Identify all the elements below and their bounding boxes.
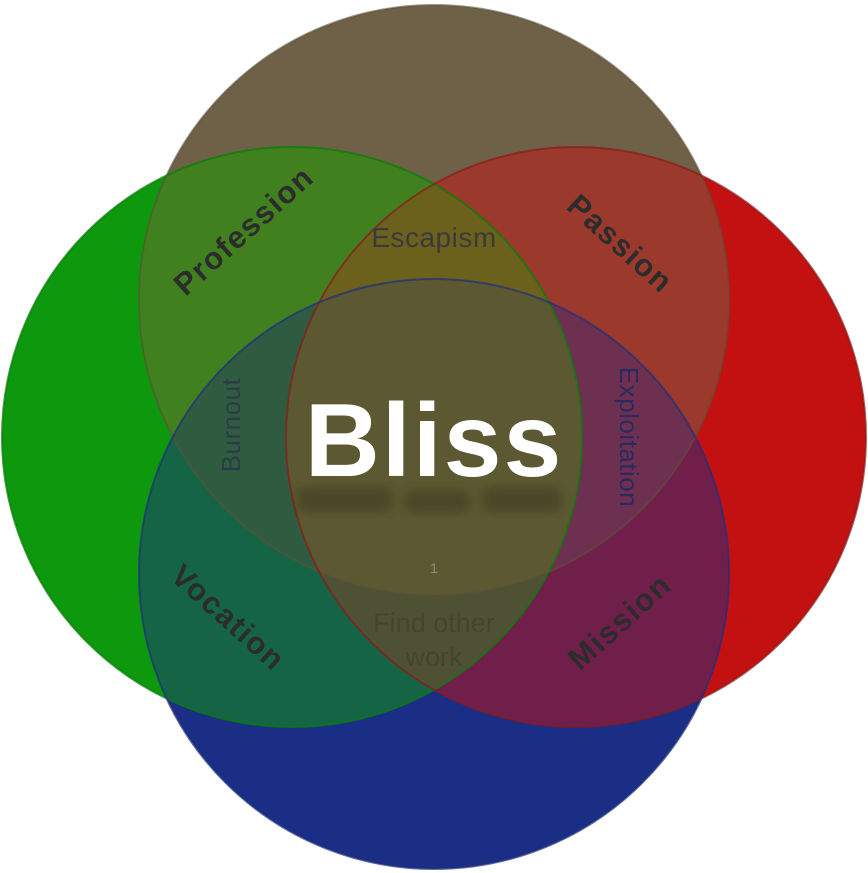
outline-right-circle (285, 146, 867, 728)
label-bliss: Bliss (305, 383, 564, 499)
label-escapism: Escapism (371, 222, 496, 253)
label-find-other-work-line1: Find other (373, 608, 495, 638)
label-center-footnote: 1 (430, 560, 438, 576)
label-burnout: Burnout (216, 377, 246, 472)
outline-top-circle (138, 4, 730, 596)
label-find-other-work-line2: work (404, 642, 463, 672)
outline-bottom-circle (138, 278, 730, 870)
label-exploitation: Exploitation (614, 367, 644, 507)
obscured-text-smudges (297, 487, 562, 513)
outline-left-circle (1, 146, 583, 728)
